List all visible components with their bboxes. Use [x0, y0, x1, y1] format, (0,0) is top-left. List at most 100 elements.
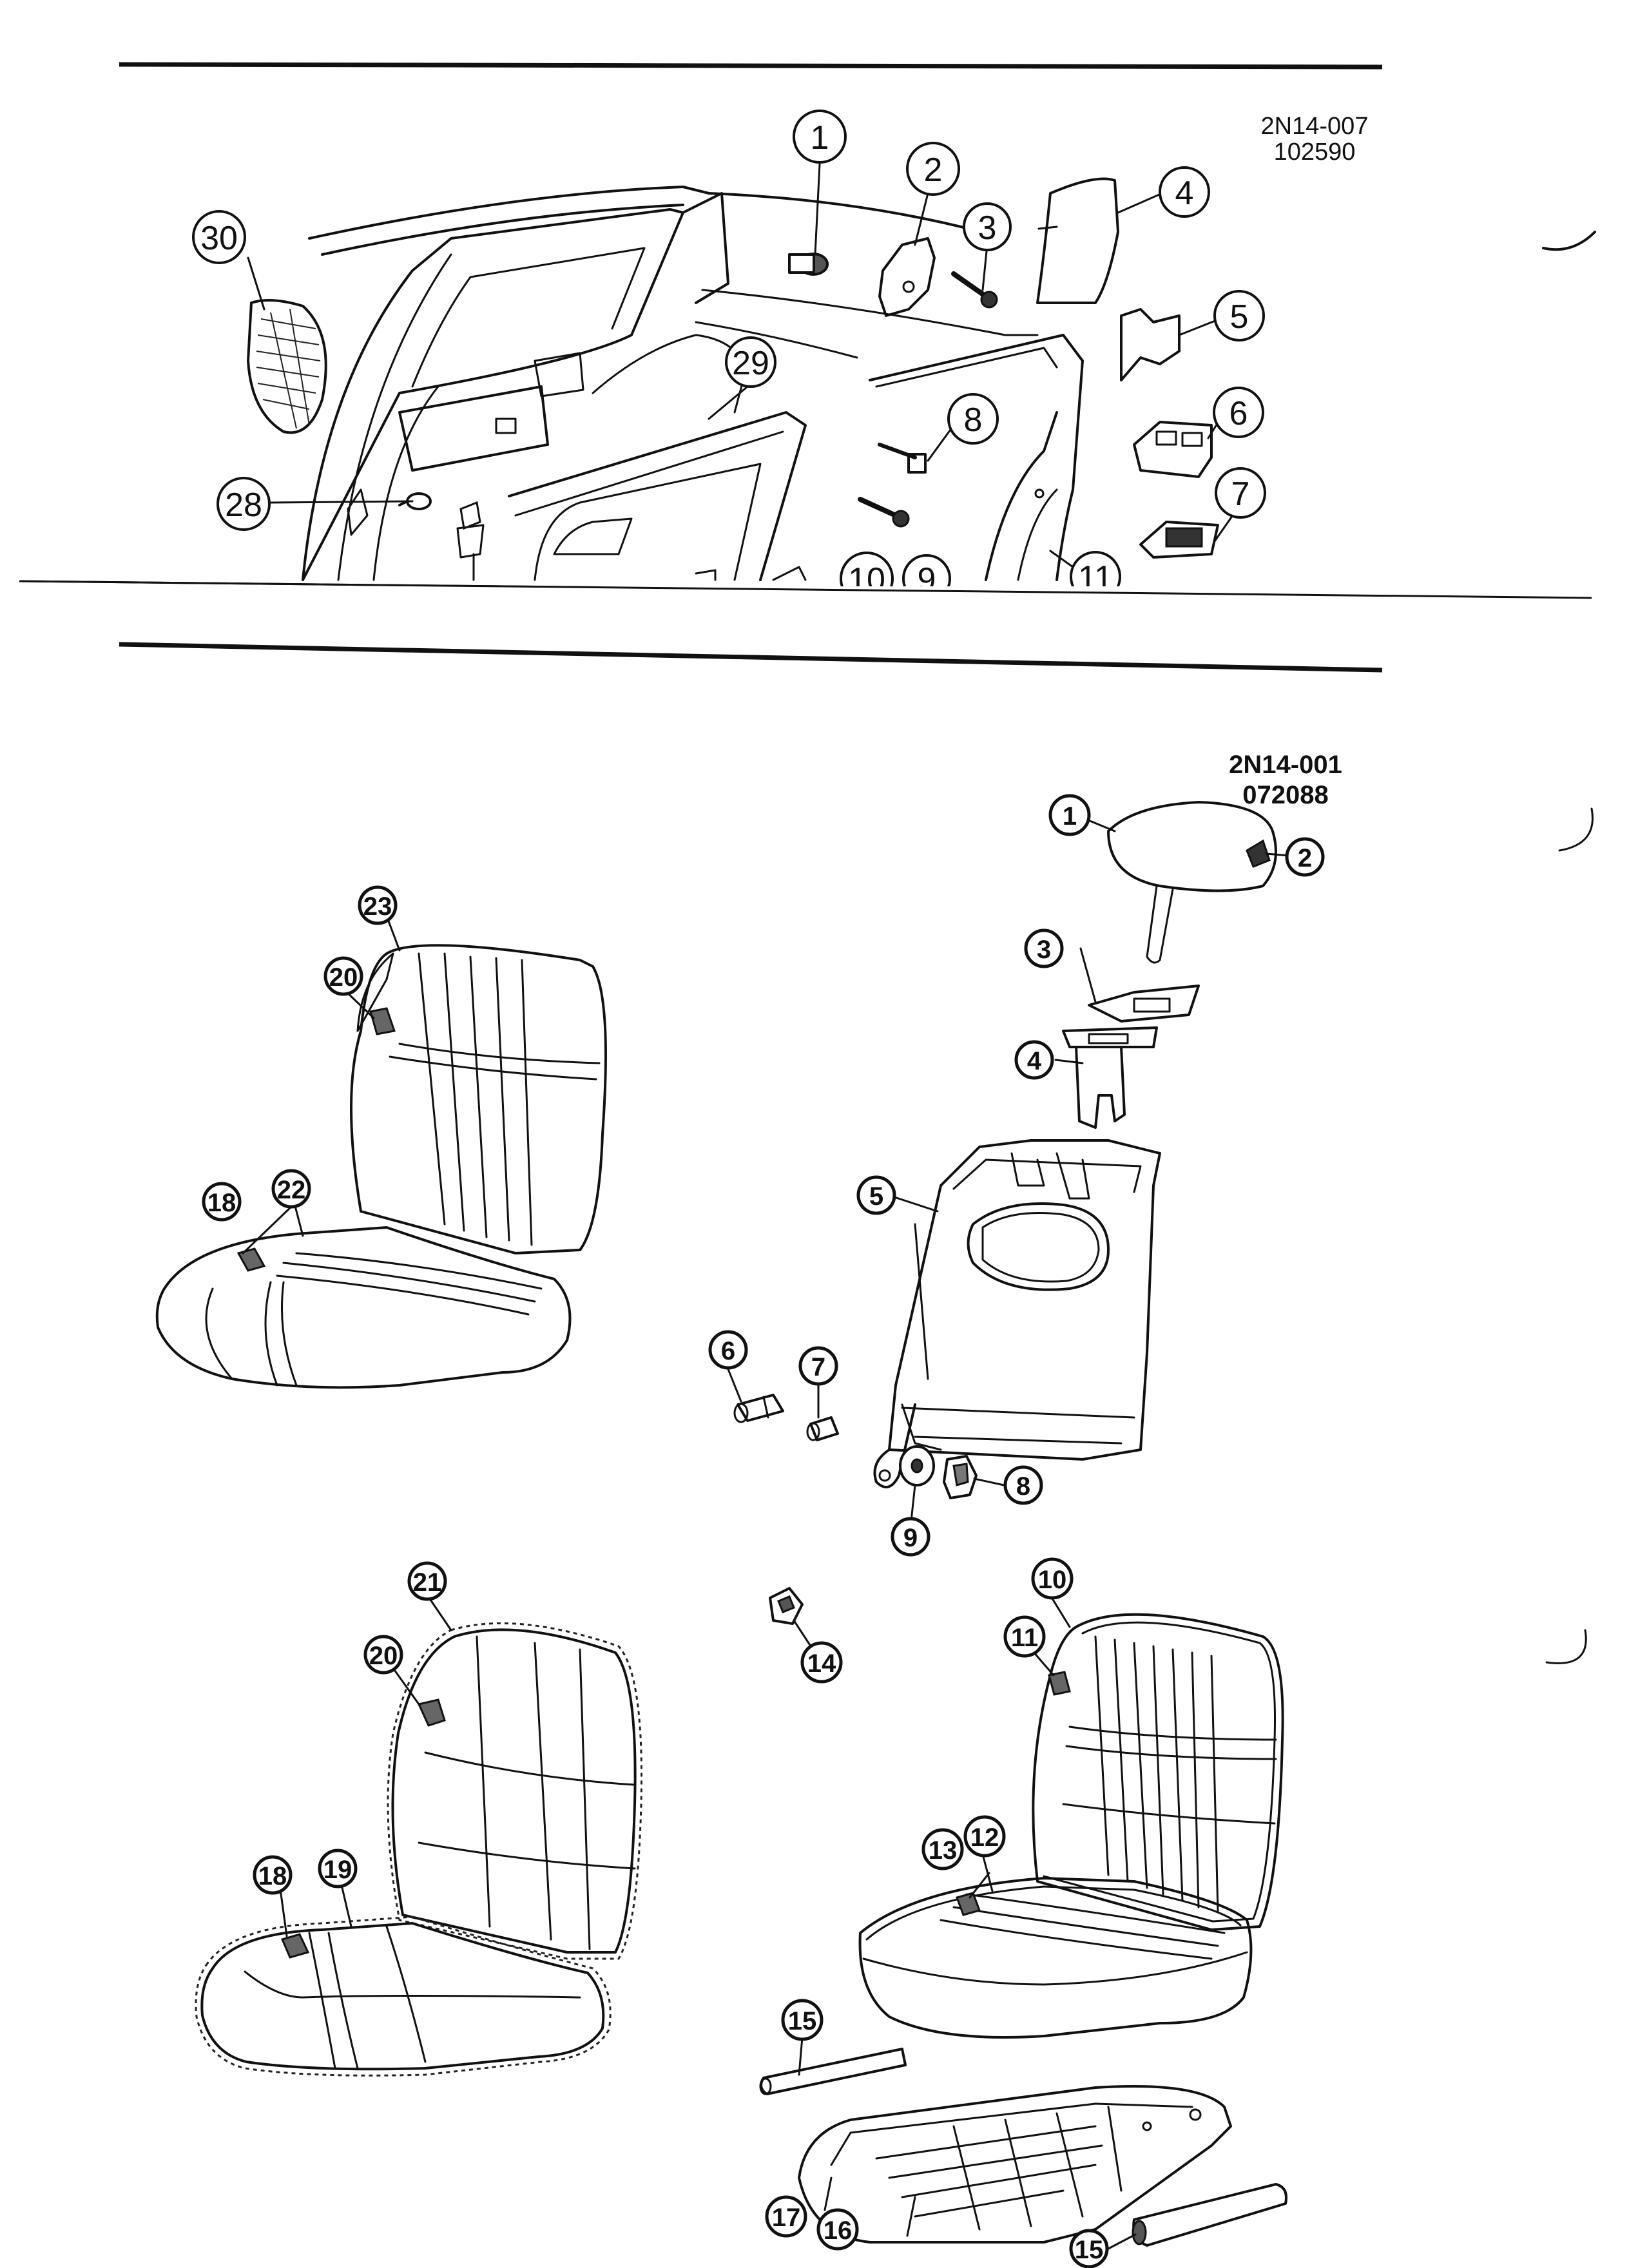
svg-text:18: 18	[207, 1189, 236, 1217]
part-headrest-guide	[1088, 985, 1200, 1023]
bottom-callout-7: 7	[798, 1346, 838, 1386]
part-hinge-cover	[943, 1455, 978, 1499]
seat-c-track-frame	[798, 2085, 1232, 2244]
bottom-callout-18-upper: 18	[202, 1182, 242, 1222]
bottom-callout-18-lower: 18	[253, 1855, 293, 1895]
bottom-callout-1: 1	[1048, 794, 1091, 836]
seat-a-cushion	[155, 1226, 572, 1389]
svg-text:17: 17	[772, 2204, 801, 2232]
bottom-callout-21: 21	[407, 1561, 447, 1601]
part-3-screw	[951, 271, 998, 309]
part-bushing	[806, 1416, 839, 1441]
svg-text:20: 20	[329, 963, 358, 992]
svg-text:8: 8	[964, 401, 983, 439]
bottom-drawing-code: 2N14-001	[1229, 751, 1342, 779]
bottom-callout-19: 19	[318, 1849, 358, 1888]
svg-text:2: 2	[924, 151, 943, 189]
top-callout-6: 6	[1213, 387, 1264, 438]
seat-a-back	[350, 944, 607, 1254]
bottom-callout-20-lower: 20	[363, 1635, 403, 1675]
top-rule-line	[119, 62, 1383, 70]
bottom-callout-4: 4	[1014, 1040, 1054, 1080]
bottom-callout-15-upper: 15	[781, 1999, 824, 2041]
svg-text:4: 4	[1027, 1047, 1042, 1075]
svg-text:7: 7	[1231, 476, 1250, 513]
door-body-drawing	[302, 186, 1084, 581]
seat-c-back	[1032, 1613, 1284, 1931]
svg-text:3: 3	[1037, 936, 1051, 964]
part-15-trim-upper	[759, 2048, 907, 2095]
svg-text:1: 1	[811, 119, 829, 157]
svg-text:7: 7	[811, 1353, 825, 1381]
svg-text:6: 6	[1229, 395, 1248, 432]
part-6-switch	[1133, 421, 1213, 478]
top-callout-1: 1	[793, 110, 847, 164]
bottom-callout-15-lower: 15	[1069, 2229, 1109, 2268]
bottom-rule-line	[119, 642, 1383, 673]
svg-text:28: 28	[225, 486, 262, 524]
top-callout-29: 29	[725, 336, 776, 388]
bottom-panel: 2N14-001 072088	[119, 642, 1383, 2268]
svg-text:12: 12	[970, 1823, 999, 1852]
top-callout-4: 4	[1159, 166, 1210, 218]
svg-text:21: 21	[413, 1568, 442, 1597]
bottom-callout-22: 22	[271, 1169, 311, 1209]
part-1-clip	[788, 253, 829, 276]
svg-text:3: 3	[978, 209, 997, 247]
part-recliner-handle	[769, 1587, 804, 1625]
part-seatback-frame	[873, 1139, 1161, 1488]
top-callout-28: 28	[217, 477, 271, 531]
svg-text:10: 10	[1038, 1566, 1067, 1594]
bottom-callout-10: 10	[1031, 1557, 1074, 1600]
top-callout-8: 8	[947, 393, 999, 445]
svg-text:6: 6	[721, 1337, 735, 1365]
bottom-callout-5: 5	[856, 1175, 896, 1215]
svg-text:14: 14	[807, 1649, 836, 1678]
part-9-screw	[858, 497, 910, 528]
svg-text:19: 19	[323, 1856, 352, 1884]
bottom-callout-8: 8	[1003, 1465, 1043, 1505]
svg-text:1: 1	[1063, 802, 1077, 831]
svg-text:18: 18	[258, 1862, 287, 1890]
bottom-callout-14: 14	[800, 1641, 843, 1684]
part-pivot-pin	[733, 1394, 784, 1423]
seat-b-cushion	[195, 1916, 612, 2077]
part-7-bezel	[1139, 521, 1219, 559]
top-panel: 2N14-007 102590	[0, 62, 1629, 606]
svg-text:4: 4	[1175, 175, 1194, 212]
svg-text:16: 16	[824, 2216, 853, 2245]
part-headrest	[1107, 801, 1277, 964]
svg-text:5: 5	[869, 1182, 883, 1211]
svg-text:15: 15	[788, 2007, 817, 2035]
svg-text:8: 8	[1016, 1472, 1030, 1501]
part-8-retainer	[878, 443, 927, 474]
bottom-leader-lines	[242, 816, 1291, 2250]
seat-c-cushion	[858, 1877, 1253, 2039]
top-drawing-date: 102590	[1274, 139, 1356, 166]
seat-b-back	[387, 1622, 643, 1960]
bottom-callout-11: 11	[1003, 1615, 1046, 1658]
svg-text:11: 11	[1011, 1624, 1038, 1652]
bottom-callout-9: 9	[891, 1517, 930, 1557]
svg-text:23: 23	[363, 892, 392, 921]
bottom-callout-20-upper: 20	[323, 956, 363, 996]
bottom-callout-3: 3	[1024, 928, 1064, 968]
bottom-callout-12: 12	[963, 1815, 1006, 1858]
part-washer	[899, 1445, 935, 1486]
binder-hole-marks	[1542, 231, 1596, 1664]
bottom-callout-17: 17	[765, 2195, 807, 2238]
bottom-callout-13: 13	[921, 1828, 964, 1870]
svg-text:29: 29	[732, 345, 769, 382]
svg-text:15: 15	[1075, 2236, 1104, 2264]
bottom-callout-6: 6	[708, 1330, 748, 1370]
svg-text:2: 2	[1298, 844, 1312, 872]
top-callout-30: 30	[192, 210, 246, 264]
bottom-callouts: 1 2 3 4 5 6 7	[202, 794, 1325, 2268]
svg-text:13: 13	[929, 1836, 958, 1865]
top-callout-2: 2	[906, 142, 960, 196]
top-leader-lines	[247, 163, 1235, 568]
bottom-callout-2: 2	[1285, 837, 1325, 877]
svg-text:22: 22	[277, 1176, 306, 1204]
part-headrest-sleeve	[1062, 1026, 1158, 1129]
bottom-drawing-date: 072088	[1242, 781, 1328, 809]
